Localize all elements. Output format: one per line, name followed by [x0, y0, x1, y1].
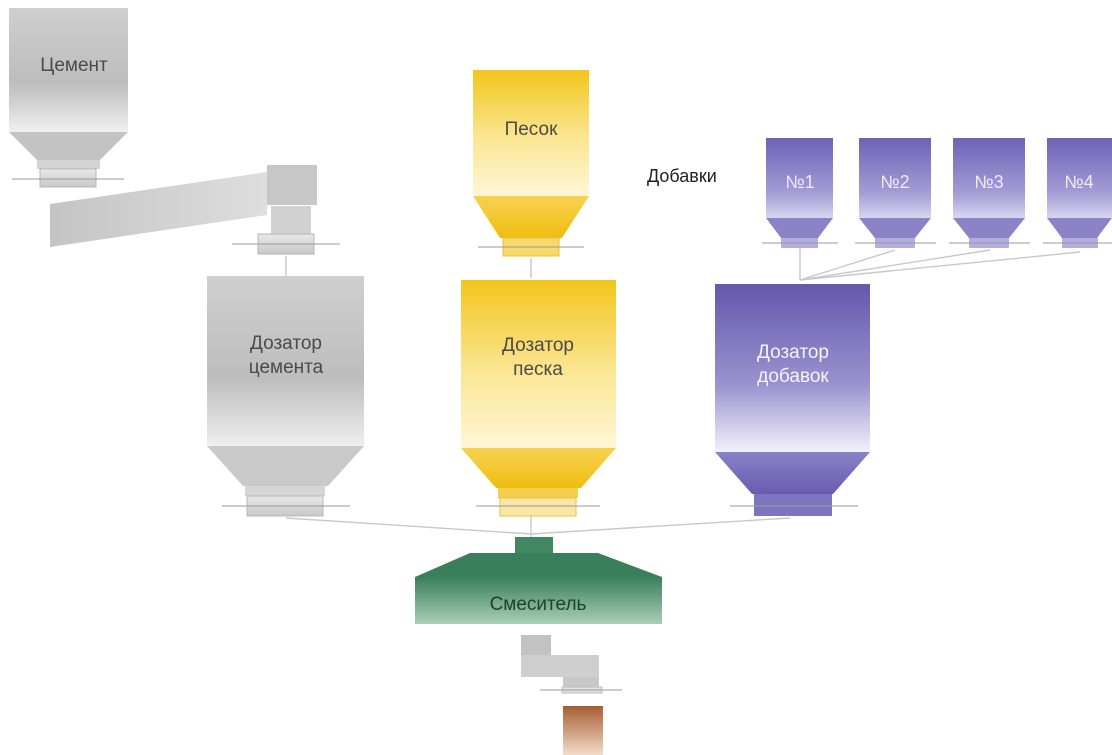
additive-hopper-2: №2 [855, 138, 936, 248]
sand-dosing-unit: Дозатор песка [461, 280, 616, 517]
sand-dosing-label-line1: Дозатор [502, 335, 574, 356]
additive-dosing-label-line2: добавок [757, 366, 829, 387]
additive-dosing-unit: Дозатор добавок [715, 284, 870, 516]
mixer: Смеситель [415, 537, 662, 624]
additive-hopper-1: №1 [762, 138, 838, 248]
additive-hopper-label: №1 [785, 172, 814, 192]
output-container [563, 706, 603, 755]
output-chute [521, 635, 622, 694]
additive-hopper-3: №3 [949, 138, 1030, 248]
additive-hopper-label: №2 [880, 172, 909, 192]
cement-silo-label: Цемент [40, 55, 108, 76]
additive-hopper-4: №4 [1043, 138, 1112, 248]
cement-dosing-label-line1: Дозатор [250, 333, 322, 354]
additive-hopper-label: №4 [1064, 172, 1093, 192]
additive-dosing-label-line1: Дозатор [757, 342, 829, 363]
sand-dosing-label-line2: песка [513, 359, 563, 380]
cement-dosing-unit: Дозатор цемента [207, 276, 364, 517]
cement-dosing-label-line2: цемента [249, 357, 324, 378]
mixer-label: Смеситель [490, 594, 587, 615]
additive-hopper-label: №3 [974, 172, 1003, 192]
connection-lines [285, 248, 1081, 540]
additives-label: Добавки [647, 166, 717, 186]
sand-silo: Песок [473, 70, 589, 257]
cement-silo: Цемент [9, 8, 128, 188]
sand-silo-label: Песок [505, 119, 559, 140]
screw-conveyor [50, 165, 340, 255]
